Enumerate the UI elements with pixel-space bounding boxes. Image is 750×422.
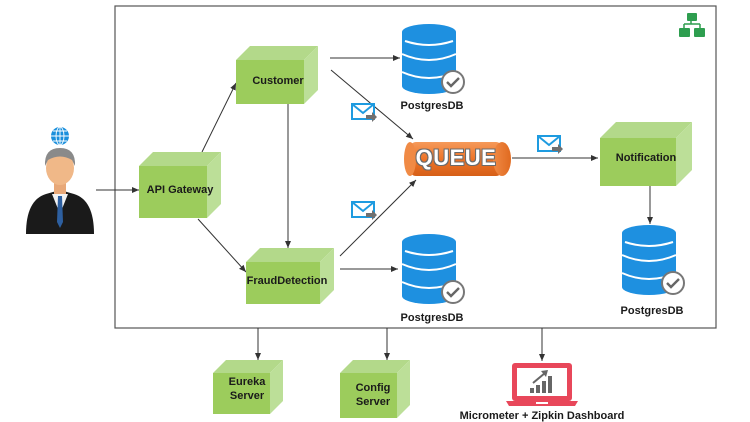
message-envelope-icon [351, 201, 377, 220]
eureka-label-line1: Eureka [228, 376, 266, 388]
message-envelope-icon [351, 103, 377, 122]
message-envelope-icon [537, 135, 563, 154]
notification-service-box [600, 122, 692, 186]
queue-label: QUEUE [415, 145, 497, 170]
globe-icon [51, 126, 69, 146]
api-gateway-box [139, 152, 221, 218]
fraud-detection-label: FraudDetection [246, 274, 328, 287]
edges [96, 55, 653, 361]
services-boundary [114, 5, 717, 329]
api-gateway-label: API Gateway [146, 183, 214, 196]
edge-gateway-customer [201, 82, 237, 153]
notification-database-icon [621, 225, 685, 295]
fraud-database-icon [401, 234, 465, 304]
config-label-line1: Config [355, 382, 391, 394]
notification-db-label: PostgresDB [620, 305, 684, 317]
queue-cylinder [404, 142, 511, 176]
eureka-server-label: Eureka Server [212, 375, 282, 403]
check-badge-icon [661, 271, 685, 295]
network-icon [679, 13, 705, 37]
config-server-label: Config Server [338, 381, 408, 409]
fraud-db-label: PostgresDB [400, 312, 464, 324]
customer-service-label: Customer [252, 74, 304, 87]
edge-fraud-queue [339, 179, 417, 257]
notification-service-label: Notification [615, 151, 677, 164]
check-badge-icon [441, 280, 465, 304]
dashboard-laptop-icon [506, 363, 578, 406]
config-server-box [340, 360, 410, 418]
check-badge-icon [441, 70, 465, 94]
dashboard-label: Micrometer + Zipkin Dashboard [459, 410, 625, 422]
bar-chart-icon [530, 370, 552, 393]
edge-gateway-fraud [197, 218, 247, 273]
eureka-server-box [213, 360, 283, 414]
user-avatar [26, 126, 94, 234]
customer-service-box [236, 46, 318, 104]
config-label-line2: Server [355, 396, 391, 408]
fraud-detection-box [246, 248, 334, 304]
customer-db-label: PostgresDB [400, 100, 464, 112]
customer-database-icon [401, 24, 465, 94]
eureka-label-line2: Server [229, 390, 265, 402]
